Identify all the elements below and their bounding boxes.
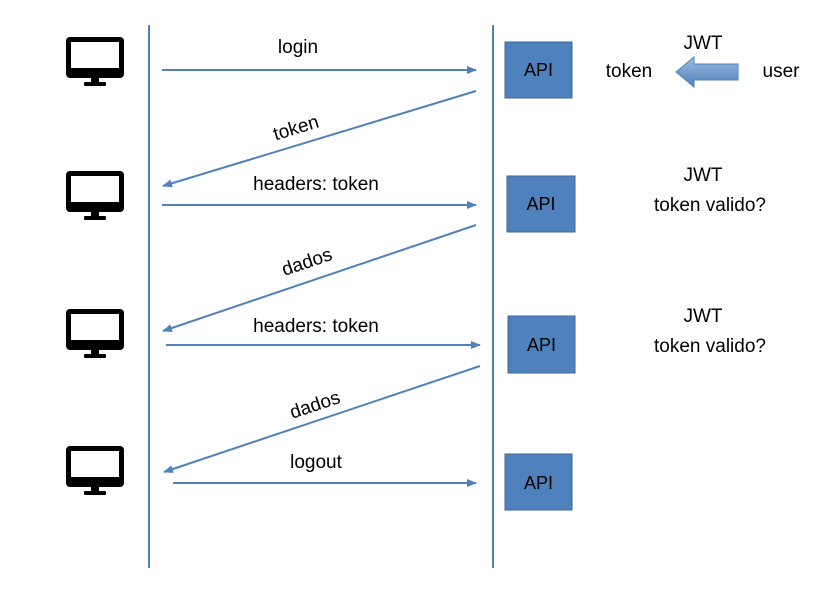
api-box-2: API: [506, 175, 576, 233]
monitor-icon: [66, 446, 124, 495]
monitor-icon: [66, 37, 124, 86]
token-valid-note-2: token valido?: [654, 195, 766, 216]
headers-token-label-2: headers: token: [253, 316, 379, 337]
token-valid-note-3: token valido?: [654, 336, 766, 357]
api-label: API: [526, 194, 555, 214]
dados-arrow-1: [162, 224, 477, 332]
left-block-arrow-icon: [675, 55, 739, 89]
user-note: user: [763, 61, 801, 82]
login-label: login: [278, 37, 318, 58]
jwt-label-3: JWT: [683, 306, 722, 327]
monitor-icon: [66, 171, 124, 220]
api-label: API: [524, 60, 553, 80]
dados-arrow-2: [163, 365, 481, 473]
api-box-4: API: [504, 453, 573, 511]
monitor-icon: [66, 309, 124, 358]
api-box-3: API: [507, 315, 576, 374]
dados-label-2: dados: [287, 387, 343, 423]
api-label: API: [524, 473, 553, 493]
headers-token-label-1: headers: token: [253, 174, 379, 195]
jwt-label-2: JWT: [683, 165, 722, 186]
token-note: token: [606, 61, 652, 82]
api-box-1: API: [504, 41, 573, 99]
jwt-label-1: JWT: [683, 33, 722, 54]
token-response-arrow: [162, 90, 477, 188]
logout-label: logout: [290, 452, 342, 473]
api-label: API: [527, 335, 556, 355]
